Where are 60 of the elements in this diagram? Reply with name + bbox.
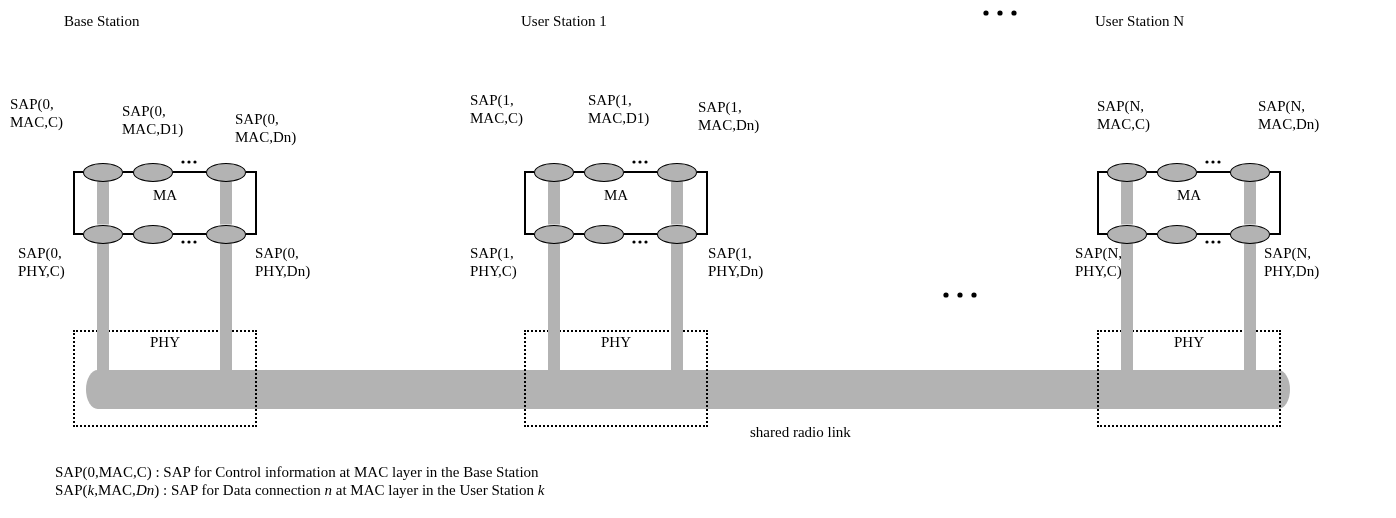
sap-label: SAP(0, MAC,C) xyxy=(10,95,63,131)
channel-bar xyxy=(97,181,109,225)
sap-label: SAP(1, MAC,Dn) xyxy=(698,98,760,134)
sap-oval xyxy=(83,224,123,244)
sap-oval xyxy=(206,162,246,182)
sap-label: SAP(1, MAC,D1) xyxy=(588,91,650,127)
channel-bar xyxy=(671,181,683,225)
channel-bar xyxy=(548,181,560,225)
sap-label: SAP(1, PHY,C) xyxy=(470,244,517,280)
channel-bar xyxy=(97,243,109,330)
layer-label: MA xyxy=(604,186,629,204)
phy-layer-box xyxy=(73,330,257,427)
sap-oval xyxy=(1230,162,1270,182)
sap-oval xyxy=(534,162,574,182)
note-text: SAP(0,MAC,C) : SAP for Control information at MAC layer in the Base Station xyxy=(55,463,539,481)
link-label: shared radio link xyxy=(750,423,851,441)
channel-bar xyxy=(1244,181,1256,225)
sap-oval xyxy=(584,162,624,182)
channel-bar xyxy=(1121,181,1133,225)
layer-label: PHY xyxy=(149,334,181,351)
sap-label: SAP(0, MAC,D1) xyxy=(122,102,184,138)
channel-bar xyxy=(1244,243,1256,330)
channel-bar xyxy=(220,243,232,330)
sap-label: SAP(0, MAC,Dn) xyxy=(235,110,297,146)
channel-bar xyxy=(220,181,232,225)
note-text: SAP(k,MAC,Dn) : SAP for Data connection n at MAC layer in the User Station k xyxy=(55,481,545,499)
sap-oval xyxy=(657,224,697,244)
sap-oval xyxy=(133,162,173,182)
sap-label: SAP(1, MAC,C) xyxy=(470,91,523,127)
sap-oval xyxy=(1157,162,1197,182)
sap-oval xyxy=(1107,162,1147,182)
layer-label: PHY xyxy=(600,334,632,351)
sap-oval xyxy=(133,224,173,244)
sap-label: SAP(N, PHY,Dn) xyxy=(1264,244,1320,280)
sap-oval xyxy=(83,162,123,182)
sap-oval xyxy=(534,224,574,244)
station-title: User Station 1 xyxy=(521,12,607,30)
station-title: Base Station xyxy=(64,12,140,30)
radio-link-bar xyxy=(86,370,1290,409)
channel-bar xyxy=(548,243,560,330)
sap-oval xyxy=(657,162,697,182)
sap-label: SAP(N, PHY,C) xyxy=(1075,244,1123,280)
layer-label: PHY xyxy=(1173,334,1205,351)
sap-label: SAP(0, PHY,C) xyxy=(18,244,65,280)
sap-oval xyxy=(1230,224,1270,244)
sap-oval xyxy=(206,224,246,244)
sap-label: SAP(N, MAC,Dn) xyxy=(1258,97,1320,133)
phy-layer-box xyxy=(1097,330,1281,427)
sap-label: SAP(1, PHY,Dn) xyxy=(708,244,764,280)
sap-label: SAP(0, PHY,Dn) xyxy=(255,244,311,280)
channel-bar xyxy=(1121,243,1133,330)
layer-label: MA xyxy=(153,186,178,204)
layer-label: MA xyxy=(1177,186,1202,204)
channel-bar xyxy=(671,243,683,330)
station-title: User Station N xyxy=(1095,12,1185,30)
phy-layer-box xyxy=(524,330,708,427)
sap-oval xyxy=(584,224,624,244)
sap-label: SAP(N, MAC,C) xyxy=(1097,97,1150,133)
sap-oval xyxy=(1157,224,1197,244)
sap-oval xyxy=(1107,224,1147,244)
